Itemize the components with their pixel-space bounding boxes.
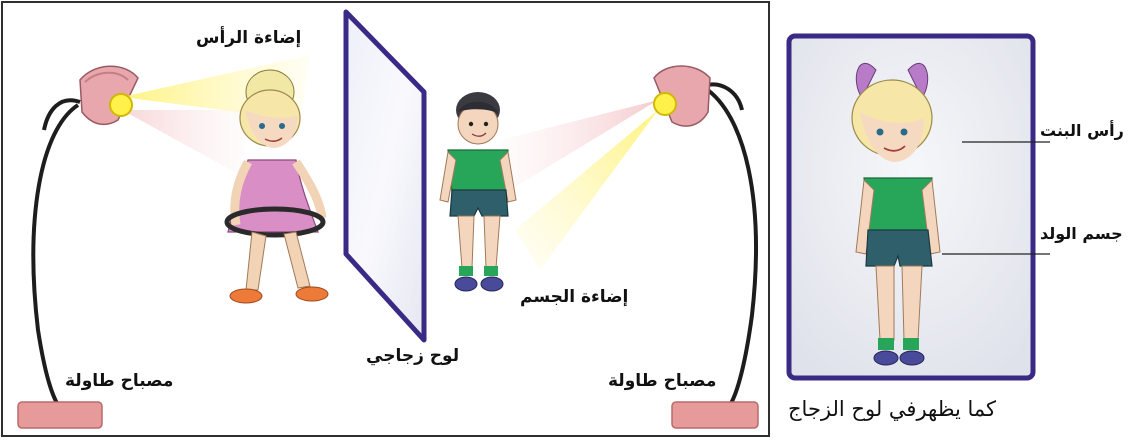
right-lamp-base (672, 402, 758, 428)
boy-body-label: جسم الولد (1040, 224, 1123, 244)
left-bulb (110, 94, 132, 116)
left-lamp-base (18, 402, 102, 428)
girl-head-label: رأس البنت (1040, 121, 1124, 141)
left-lamp-label: مصباح طاولة (65, 371, 173, 391)
reflection-caption: كما يظهرفي لوح الزجاج (788, 399, 996, 419)
right-lamp-label: مصباح طاولة (608, 371, 716, 391)
right-bulb (654, 93, 676, 115)
body-light-label: إضاءة الجسم (520, 287, 628, 307)
head-light-label: إضاءة الرأس (196, 28, 301, 48)
glass-panel-label: لوح زجاجي (366, 346, 459, 366)
